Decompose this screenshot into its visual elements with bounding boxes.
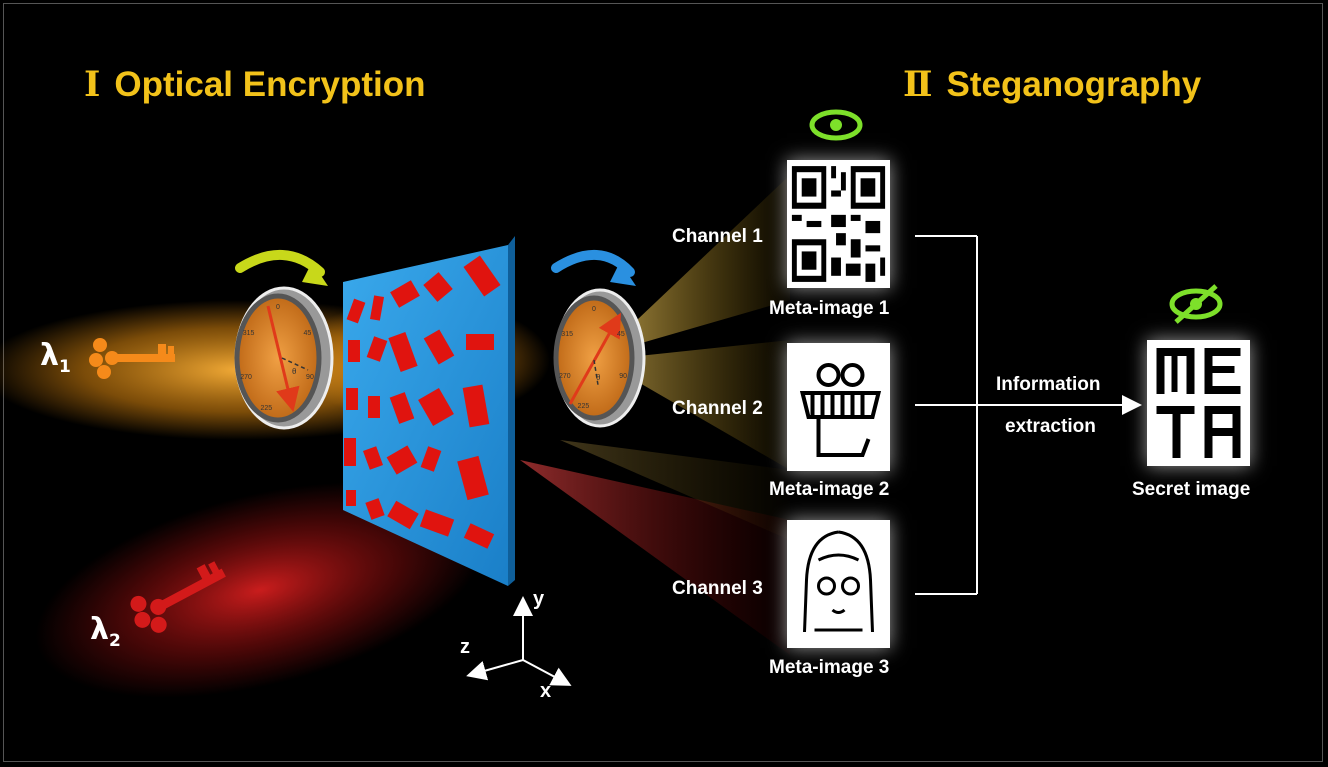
lambda-2-label: λ2 bbox=[90, 612, 121, 651]
section-1-heading: Ⅰ Optical Encryption bbox=[84, 64, 426, 105]
dial-tick-label: 90 bbox=[619, 373, 627, 380]
red-beam bbox=[35, 482, 485, 698]
dial-tick-label: 0 bbox=[276, 304, 280, 311]
metasurface bbox=[343, 236, 515, 586]
secret-image-card bbox=[1147, 340, 1250, 466]
section-1-title: Optical Encryption bbox=[114, 65, 426, 104]
lambda-1-symbol: λ bbox=[40, 338, 59, 373]
axis-y-label: y bbox=[533, 588, 545, 610]
extraction-line-2: extraction bbox=[1005, 416, 1096, 437]
theta-label: θ bbox=[596, 373, 601, 382]
channel-2-label: Channel 2 bbox=[672, 398, 763, 419]
dial-tick-label: 45 bbox=[304, 330, 312, 337]
meta-image-1-card bbox=[787, 160, 890, 288]
polarizer-right: 270 315 0 45 90 225 θ bbox=[551, 250, 646, 428]
lambda-1-label: λ1 bbox=[40, 338, 71, 377]
cartoon-creature-image bbox=[799, 363, 882, 457]
qr-code-image bbox=[791, 166, 886, 282]
channel-1-label: Channel 1 bbox=[672, 226, 763, 247]
dial-tick-label: 225 bbox=[261, 405, 273, 412]
eye-slash-icon bbox=[1169, 284, 1223, 324]
section-2-numeral: Ⅱ bbox=[903, 64, 933, 105]
anime-character-image bbox=[803, 530, 874, 633]
meta-image-2-card bbox=[787, 343, 890, 471]
key-red-icon bbox=[130, 561, 226, 633]
dial-tick-label: 270 bbox=[559, 373, 571, 380]
bracket bbox=[915, 235, 978, 595]
lambda-2-symbol: λ bbox=[90, 612, 109, 647]
section-2-title: Steganography bbox=[946, 65, 1202, 104]
lambda-2-sub: 2 bbox=[108, 631, 121, 651]
secret-image-label: Secret image bbox=[1132, 479, 1251, 500]
section-2-heading: Ⅱ Steganography bbox=[903, 64, 1201, 105]
dial-tick-label: 270 bbox=[240, 374, 252, 381]
dial-tick-label: 315 bbox=[243, 330, 255, 337]
meta-image-1-label: Meta-image 1 bbox=[769, 298, 890, 319]
axes bbox=[466, 596, 572, 686]
meta-image-3-label: Meta-image 3 bbox=[769, 657, 890, 678]
key-orange-icon bbox=[89, 338, 175, 379]
section-1-numeral: Ⅰ bbox=[84, 64, 101, 105]
output-rays bbox=[520, 175, 790, 655]
meta-image-3-card bbox=[787, 520, 890, 648]
eye-icon bbox=[809, 109, 863, 141]
dial-tick-label: 225 bbox=[578, 403, 590, 410]
lambda-1-sub: 1 bbox=[58, 357, 71, 377]
nanopillars bbox=[344, 255, 501, 549]
dial-tick-label: 90 bbox=[306, 374, 314, 381]
channel-3-label: Channel 3 bbox=[672, 578, 763, 599]
axis-x-label: x bbox=[540, 680, 552, 702]
extraction-line-1: Information bbox=[996, 374, 1101, 395]
dial-tick-label: 45 bbox=[617, 331, 625, 338]
axis-z-label: z bbox=[460, 636, 470, 658]
theta-label: θ bbox=[292, 367, 297, 376]
meta-image-2-label: Meta-image 2 bbox=[769, 479, 890, 500]
dial-tick-label: 315 bbox=[561, 331, 573, 338]
polarizer-left: 270 315 0 45 90 225 θ bbox=[234, 250, 334, 430]
meta-letters-image bbox=[1156, 348, 1241, 458]
dial-tick-label: 0 bbox=[592, 306, 596, 313]
